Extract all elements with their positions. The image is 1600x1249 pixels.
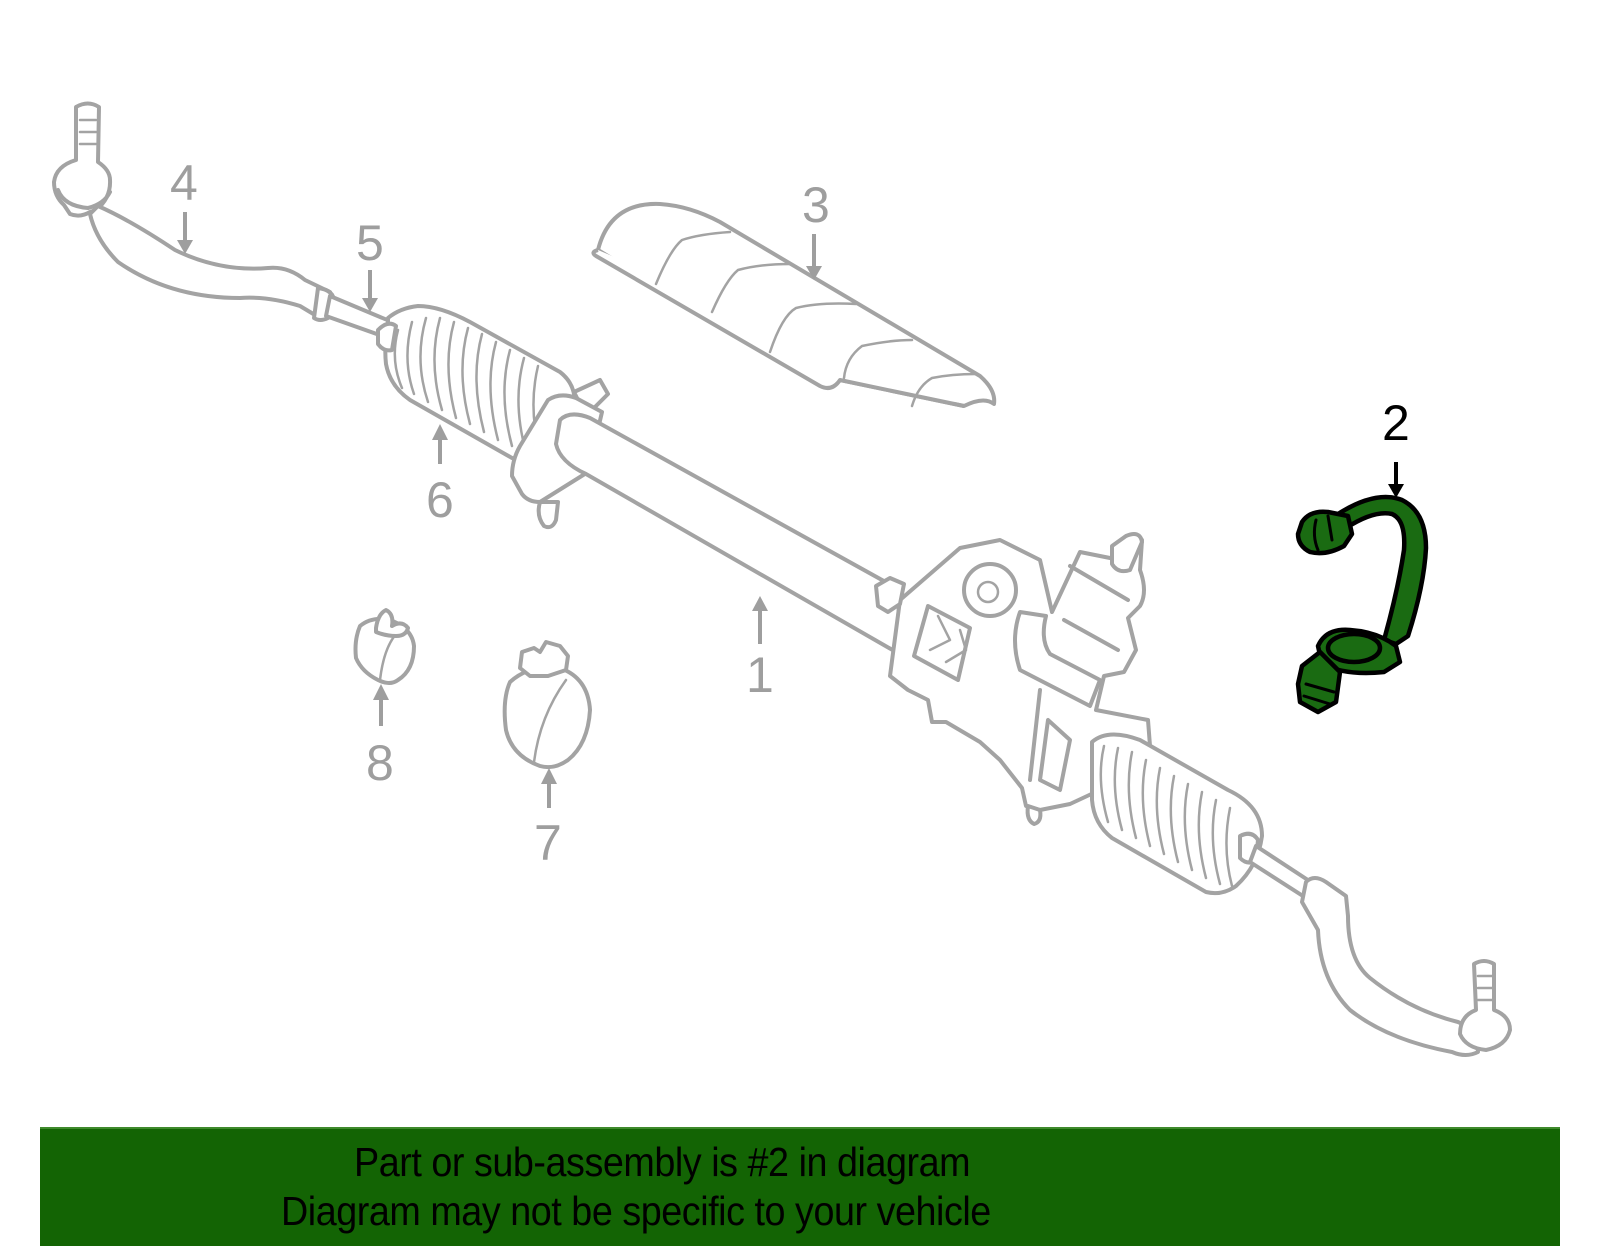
- right-boot: [1090, 732, 1264, 896]
- callout-4: 4: [170, 155, 198, 254]
- banner-line-part-number: Part or sub-assembly is #2 in diagram: [354, 1139, 971, 1185]
- part-7-large-clamp[interactable]: [502, 640, 592, 770]
- callout-5-label: 5: [356, 215, 384, 271]
- callout-5: 5: [356, 215, 384, 312]
- callout-7-label: 7: [534, 815, 562, 871]
- part-1-steering-gear[interactable]: [510, 378, 1152, 826]
- callout-6-label: 6: [426, 472, 454, 528]
- callout-3-label: 3: [802, 177, 830, 233]
- callout-2-label: 2: [1382, 395, 1410, 451]
- callout-2: 2: [1382, 395, 1410, 498]
- callout-8: 8: [366, 684, 394, 791]
- callout-1-label: 1: [746, 647, 774, 703]
- callout-1: 1: [746, 596, 774, 703]
- callout-7: 7: [534, 768, 562, 871]
- part-2-highlighted-sensor[interactable]: [1295, 494, 1429, 715]
- disclaimer-banner: Part or sub-assembly is #2 in diagram Di…: [40, 1127, 1560, 1246]
- callout-6: 6: [426, 424, 454, 528]
- callout-8-label: 8: [366, 735, 394, 791]
- callout-3: 3: [802, 177, 830, 280]
- banner-line-disclaimer: Diagram may not be specific to your vehi…: [281, 1188, 991, 1234]
- callout-4-label: 4: [170, 155, 198, 211]
- part-4-left-tie-rod-end[interactable]: [52, 101, 336, 322]
- right-tie-rod-end: [1248, 844, 1512, 1057]
- part-8-small-clamp[interactable]: [353, 608, 416, 685]
- part-3-heat-shield[interactable]: [591, 201, 997, 408]
